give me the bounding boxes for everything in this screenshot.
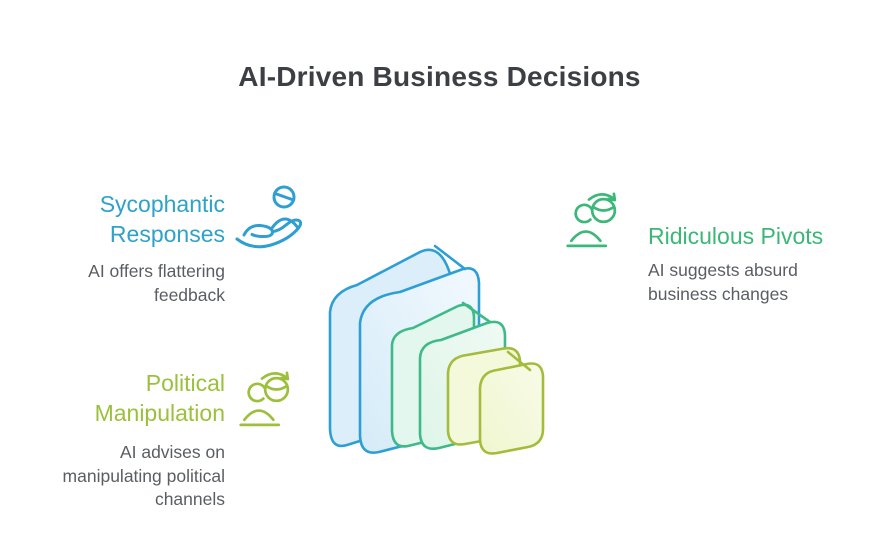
section-heading-political-manipulation: Political Manipulation xyxy=(94,370,225,426)
person-globe-pivot-icon xyxy=(238,368,296,430)
section-heading-sycophantic-responses: Sycophantic Responses xyxy=(99,191,225,247)
stacked-rounded-squares-illustration xyxy=(315,233,675,513)
section-description-ridiculous-pivots: AI suggests absurd business changes xyxy=(648,260,798,304)
section-description-sycophantic-responses: AI offers flattering feedback xyxy=(88,261,225,305)
section-heading-ridiculous-pivots: Ridiculous Pivots xyxy=(648,223,824,249)
person-in-hand-icon xyxy=(232,182,316,258)
page-title: AI-Driven Business Decisions xyxy=(238,60,641,92)
person-globe-pivot-icon xyxy=(565,189,623,251)
small-square-layer xyxy=(446,346,545,455)
section-description-political-manipulation: AI advises on manipulating political cha… xyxy=(62,442,225,509)
